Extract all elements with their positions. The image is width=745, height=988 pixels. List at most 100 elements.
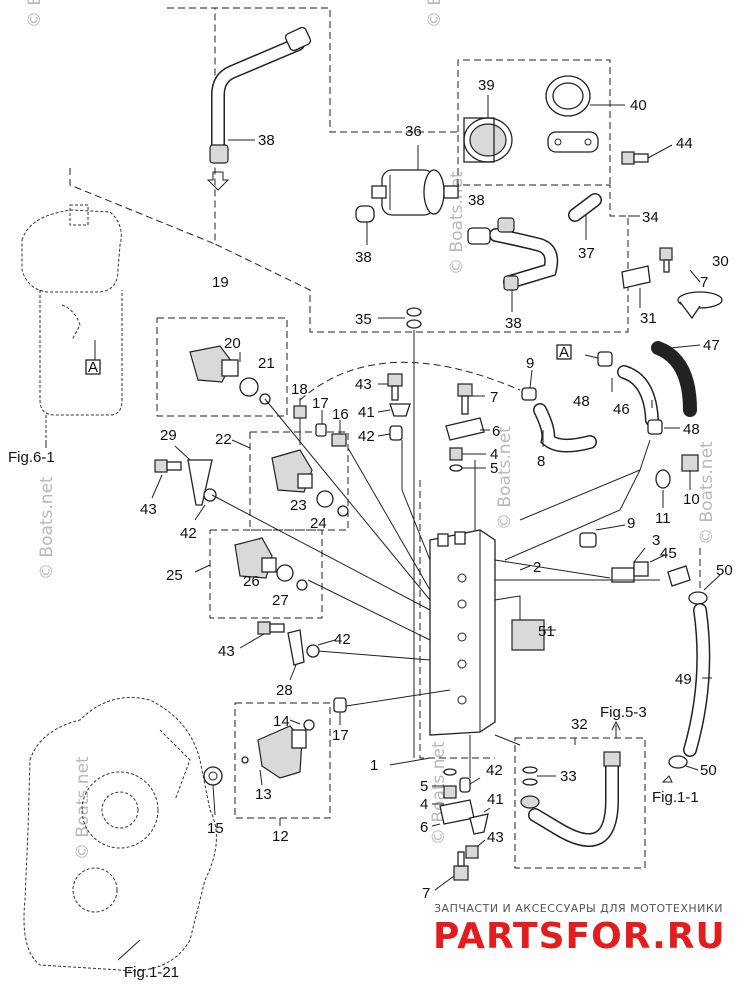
callout-23: 23 xyxy=(290,497,307,514)
callout-47: 47 xyxy=(703,337,720,354)
callout-43: 43 xyxy=(355,376,372,393)
o-ring-24b xyxy=(337,505,349,517)
fuel-pipe-32 xyxy=(520,720,621,847)
callout-13: 13 xyxy=(255,786,272,803)
hose-clamp-38-top xyxy=(209,144,229,164)
grommet-4-top xyxy=(449,447,463,461)
marker-label: A xyxy=(88,359,98,376)
callout-38: 38 xyxy=(258,132,275,149)
washers-35 xyxy=(406,307,422,329)
clamp-30-bracket-31 xyxy=(621,247,723,320)
callout-24: 24 xyxy=(310,515,327,532)
bolt-43-bottom xyxy=(465,845,479,859)
hose-47 xyxy=(651,341,697,417)
fig-ref-6-1: Fig.6-1 xyxy=(8,449,55,466)
callout-11: 11 xyxy=(655,510,671,527)
callout-32: 32 xyxy=(571,716,588,733)
callout-36: 36 xyxy=(405,123,422,140)
fitting-10 xyxy=(681,454,699,472)
callout-51: 51 xyxy=(538,623,555,640)
callout-37: 37 xyxy=(578,245,595,262)
callout-4: 4 xyxy=(490,446,498,463)
boundary-top-hose-group xyxy=(167,7,629,333)
bolt-7-right xyxy=(659,247,673,261)
callout-9: 9 xyxy=(526,355,534,372)
watermark: © Boats.net xyxy=(425,0,445,28)
o-ring-21a xyxy=(239,377,259,397)
callout-3: 3 xyxy=(652,532,660,549)
grommet-42-mid xyxy=(306,644,320,658)
callout-18: 18 xyxy=(291,381,308,398)
top-bolts-43-41-42 xyxy=(387,373,411,441)
hose-clamp-38-mid xyxy=(497,217,515,233)
fuel-joint xyxy=(467,227,491,245)
brand-name: PARTSFOR.RU xyxy=(433,916,726,957)
callout-50: 50 xyxy=(716,562,733,579)
callout-34: 34 xyxy=(642,209,659,226)
callout-41: 41 xyxy=(358,404,375,421)
hose-end-cap xyxy=(284,26,312,52)
fitting-16 xyxy=(331,433,347,447)
watermark: © Boats.net xyxy=(37,476,57,580)
callout-6: 6 xyxy=(492,423,500,440)
grommet-9-top xyxy=(521,387,537,401)
washer-5-top xyxy=(449,464,463,472)
filter-cup-39 xyxy=(463,117,513,163)
callout-19: 19 xyxy=(212,274,229,291)
washer-33b xyxy=(522,778,538,786)
bracket-51 xyxy=(511,619,545,651)
flow-arrow xyxy=(206,171,230,191)
callout-15: 15 xyxy=(207,820,224,837)
fuel-filter-36 xyxy=(371,169,459,216)
callout-48: 48 xyxy=(683,421,700,438)
callout-5: 5 xyxy=(490,460,498,477)
callout-9: 9 xyxy=(627,515,635,532)
bracket-29 xyxy=(154,459,217,506)
connector-dashed-arc xyxy=(299,361,521,401)
callout-2: 2 xyxy=(533,559,541,576)
hose-clip-38-left xyxy=(355,205,375,223)
pump-assembly-26 xyxy=(234,537,308,591)
watermark: © Boats.net xyxy=(495,426,515,530)
callout-45: 45 xyxy=(660,545,677,562)
grommet-17-bottom xyxy=(333,697,347,713)
connector-3-45 xyxy=(611,561,691,587)
washer-5-bottom xyxy=(443,768,457,776)
fig-ref-1-21: Fig.1-21 xyxy=(124,964,179,981)
plate-6-top xyxy=(445,417,485,441)
callout-22: 22 xyxy=(215,431,232,448)
callout-38: 38 xyxy=(505,315,522,332)
marker-a-right: A xyxy=(556,344,572,361)
marker-a-left: A xyxy=(85,359,101,376)
bracket-28 xyxy=(257,621,320,666)
callout-1: 1 xyxy=(370,757,378,774)
callout-numbers: 1 2 3 4 4 5 5 6 6 7 7 7 8 9 9 10 11 12 1… xyxy=(140,77,733,902)
callout-16: 16 xyxy=(332,406,349,423)
engine-outline-fig-6-1 xyxy=(21,204,123,440)
brand-logo: ЗАПЧАСТИ И АКСЕССУАРЫ ДЛЯ МОТОТЕХНИКИ PA… xyxy=(433,902,726,957)
bolt-43-left xyxy=(154,459,168,473)
callout-35: 35 xyxy=(355,311,372,328)
bracket-31 xyxy=(621,265,651,289)
boundary-group-12 xyxy=(234,702,331,819)
callout-7: 7 xyxy=(490,389,498,406)
callout-10: 10 xyxy=(683,491,700,508)
clip-41-top xyxy=(389,403,411,417)
bolt-43-top xyxy=(387,373,403,387)
grommet-42-left xyxy=(203,488,217,502)
callout-8: 8 xyxy=(537,453,545,470)
callout-43: 43 xyxy=(218,643,235,660)
callout-42: 42 xyxy=(486,762,503,779)
callout-6: 6 xyxy=(420,819,428,836)
o-ring-14 xyxy=(303,719,315,731)
watermark: © Boats.net xyxy=(25,0,45,28)
callout-38: 38 xyxy=(468,192,485,209)
boundary-group-32 xyxy=(514,737,646,869)
regulator-13 xyxy=(241,697,347,779)
right-hoses-and-fittings xyxy=(504,341,711,783)
callout-12: 12 xyxy=(272,828,289,845)
callout-28: 28 xyxy=(276,682,293,699)
callout-42: 42 xyxy=(358,428,375,445)
grommet-42-top xyxy=(389,425,403,441)
